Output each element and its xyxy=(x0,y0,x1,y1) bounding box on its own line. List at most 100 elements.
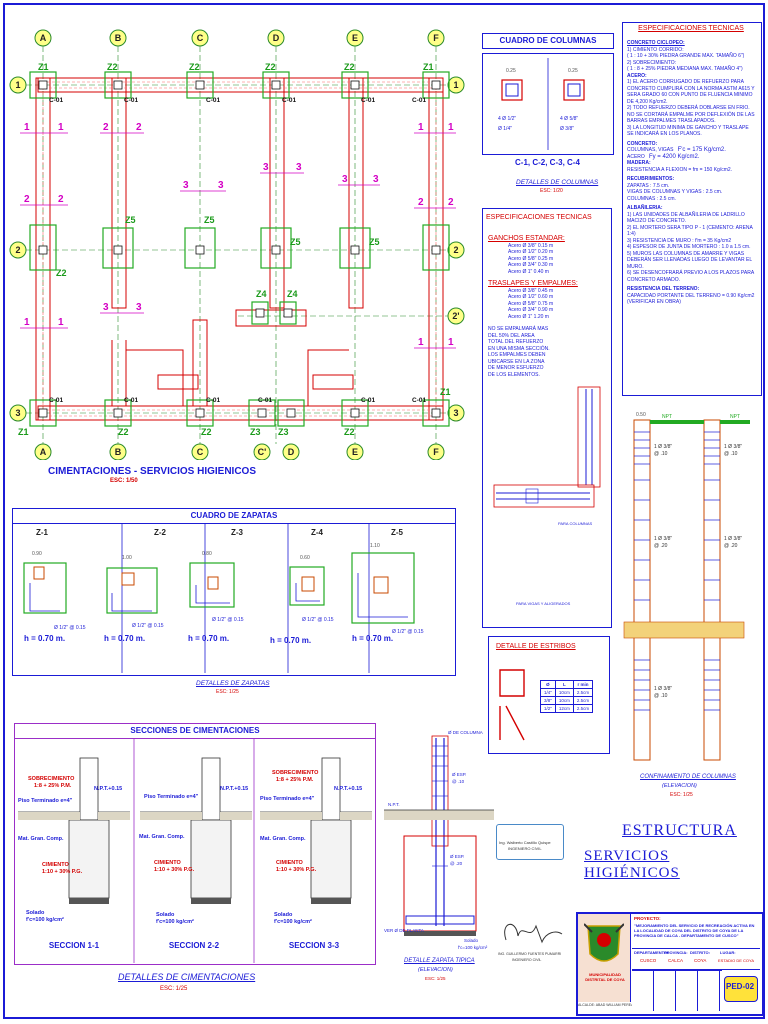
signature-1-sub: INGENIERO CIVIL xyxy=(508,846,542,851)
svg-text:1 Ø 3/8": 1 Ø 3/8" xyxy=(724,444,742,450)
svg-text:1: 1 xyxy=(448,337,454,348)
lugar-label: LUGAR: xyxy=(720,950,736,955)
svg-text:1: 1 xyxy=(418,122,424,133)
svg-text:Ø 1/2" @ 0.15: Ø 1/2" @ 0.15 xyxy=(212,617,244,623)
svg-text:h = 0.70 m.: h = 0.70 m. xyxy=(104,634,145,643)
svg-text:Z2: Z2 xyxy=(265,62,276,72)
svg-text:C-01: C-01 xyxy=(206,97,220,104)
svg-text:C: C xyxy=(197,447,204,457)
svg-text:1:10 + 30% P.G.: 1:10 + 30% P.G. xyxy=(42,869,83,875)
svg-text:2: 2 xyxy=(24,194,30,205)
svg-text:SECCION 3-3: SECCION 3-3 xyxy=(289,941,340,950)
specs-right-panel xyxy=(622,22,762,396)
svg-text:A: A xyxy=(40,447,47,457)
footings-caption: DETALLES DE ZAPATAS xyxy=(196,680,270,687)
svg-text:3: 3 xyxy=(453,408,458,418)
svg-text:f'c=100 kg/cm²: f'c=100 kg/cm² xyxy=(458,945,488,950)
svg-text:CIMIENTO: CIMIENTO xyxy=(42,862,70,868)
svg-text:Mat. Gran. Comp.: Mat. Gran. Comp. xyxy=(18,836,64,842)
svg-text:4 Ø 5/8": 4 Ø 5/8" xyxy=(560,116,578,122)
svg-text:@ .10: @ .10 xyxy=(724,451,738,457)
svg-text:1.00: 1.00 xyxy=(122,555,132,561)
svg-text:C-01: C-01 xyxy=(49,397,63,404)
svg-text:Piso Terminado e=4": Piso Terminado e=4" xyxy=(144,794,199,800)
svg-text:Mat. Gran. Comp.: Mat. Gran. Comp. xyxy=(139,834,185,840)
dep-value: CUSCO xyxy=(640,958,657,963)
svg-text:f'c=100 kg/cm²: f'c=100 kg/cm² xyxy=(26,916,64,923)
svg-text:Ø ESP.: Ø ESP. xyxy=(450,854,464,859)
svg-text:Solado: Solado xyxy=(464,938,479,943)
svg-text:Z2: Z2 xyxy=(344,427,355,437)
sheet-code-badge xyxy=(724,976,758,1002)
elevation-caption: DETALLE ZAPATA TIPICA xyxy=(404,958,475,964)
axis-D-top: D xyxy=(273,33,280,43)
signature-2-name: ING. GUILLERMO FUENTES PUMARRI xyxy=(498,952,562,956)
svg-text:NPT: NPT xyxy=(730,414,740,420)
lugar-value: ESTADIO DE COYA xyxy=(718,958,755,963)
svg-text:Z4: Z4 xyxy=(287,289,298,299)
signature-1-name: Ing. Walberto Castillo Quispe xyxy=(499,840,551,845)
svg-text:1:8 + 25% P.M.: 1:8 + 25% P.M. xyxy=(34,783,72,789)
column-sections: 0.25 0.25 4 Ø 1/2" 4 Ø 5/8" Ø 1/4" Ø 3/8… xyxy=(498,58,585,150)
svg-text:1:10 + 30% P.G.: 1:10 + 30% P.G. xyxy=(276,867,317,873)
svg-text:Z1: Z1 xyxy=(38,62,49,72)
prov-value: CALCA xyxy=(668,958,684,963)
svg-text:3: 3 xyxy=(183,180,189,191)
svg-text:1: 1 xyxy=(58,122,64,133)
svg-text:C-01: C-01 xyxy=(124,397,138,404)
svg-text:Piso Terminado e=4": Piso Terminado e=4" xyxy=(260,796,315,802)
svg-text:C-01: C-01 xyxy=(412,97,426,104)
svg-text:SOBRECIMIENTO: SOBRECIMIENTO xyxy=(28,776,75,782)
sheet-title-1: ESTRUCTURA xyxy=(622,822,737,839)
svg-text:C': C' xyxy=(258,447,267,457)
prov-label: PROVINCIA: xyxy=(664,950,688,955)
svg-text:Z5: Z5 xyxy=(125,215,136,225)
svg-text:1.10: 1.10 xyxy=(370,543,380,549)
svg-text:0.90: 0.90 xyxy=(32,551,42,557)
svg-text:Z2: Z2 xyxy=(201,427,212,437)
elevation-caption-scale: ESC: 1/25 xyxy=(425,976,446,981)
elevation-caption-sub: (ELEVACION) xyxy=(418,967,453,973)
stirrups-title: DETALLE DE ESTRIBOS xyxy=(496,643,576,650)
svg-text:3: 3 xyxy=(15,408,20,418)
svg-text:h = 0.70 m.: h = 0.70 m. xyxy=(24,634,65,643)
dep-label: DEPARTAMENTO: xyxy=(634,950,669,955)
svg-text:Z3: Z3 xyxy=(278,427,289,437)
svg-text:2: 2 xyxy=(103,122,109,133)
svg-text:2: 2 xyxy=(15,245,20,255)
svg-text:1: 1 xyxy=(418,337,424,348)
svg-text:C-01: C-01 xyxy=(49,97,63,104)
svg-text:N.P.T.+0.15: N.P.T.+0.15 xyxy=(94,786,122,792)
svg-text:Solado: Solado xyxy=(156,912,175,918)
columns-table xyxy=(482,53,614,155)
municipality-name: MUNICIPALIDAD DISTRITAL DE COYA xyxy=(585,972,625,982)
svg-text:Ø 1/2" @ 0.15: Ø 1/2" @ 0.15 xyxy=(54,625,86,631)
svg-text:C-01: C-01 xyxy=(412,397,426,404)
svg-text:B: B xyxy=(115,447,122,457)
signature-2-sub: INGENIERO CIVIL xyxy=(512,958,542,962)
svg-text:0.50: 0.50 xyxy=(636,412,646,418)
svg-text:1: 1 xyxy=(15,80,20,90)
svg-text:3: 3 xyxy=(218,180,224,191)
confinement-caption: CONFINAMIENTO DE COLUMNAS xyxy=(640,774,736,780)
svg-text:1 Ø 3/8": 1 Ø 3/8" xyxy=(724,536,742,542)
columns-labels: C-1, C-2, C-3, C-4 xyxy=(515,158,580,167)
svg-text:F: F xyxy=(433,447,439,457)
svg-text:N.P.T.+0.15: N.P.T.+0.15 xyxy=(334,786,362,792)
typical-footing-elevation: Ø DE COLUMNA N.P.T. Ø ESP. @ .10 Ø ESP. … xyxy=(384,730,494,950)
svg-text:f'c=100 kg/cm²: f'c=100 kg/cm² xyxy=(274,918,312,925)
svg-text:4 Ø 1/2": 4 Ø 1/2" xyxy=(498,116,516,122)
svg-text:1 Ø 3/8": 1 Ø 3/8" xyxy=(654,444,672,450)
footer-mayor: ALCALDE: ABAD WILLIAM PEREA CARDENAS xyxy=(578,1003,654,1007)
svg-text:Z-3: Z-3 xyxy=(231,528,244,537)
column-confinement: 0.50 NPT NPT 1 Ø 3/8" @ .10 1 Ø 3/8" @ .… xyxy=(623,412,750,761)
svg-text:Z4: Z4 xyxy=(256,289,267,299)
footings-drawings: Z-1 Z-2 Z-3 Z-4 Z-5 0.90 1.00 0.80 0.60 … xyxy=(23,523,424,673)
footings-caption-scale: ESC: 1/25 xyxy=(216,689,239,695)
svg-text:SOBRECIMIENTO: SOBRECIMIENTO xyxy=(272,770,319,776)
svg-text:Z-1: Z-1 xyxy=(36,528,49,537)
svg-text:0.80: 0.80 xyxy=(202,551,212,557)
svg-text:3: 3 xyxy=(103,302,109,313)
svg-text:3: 3 xyxy=(373,174,379,185)
